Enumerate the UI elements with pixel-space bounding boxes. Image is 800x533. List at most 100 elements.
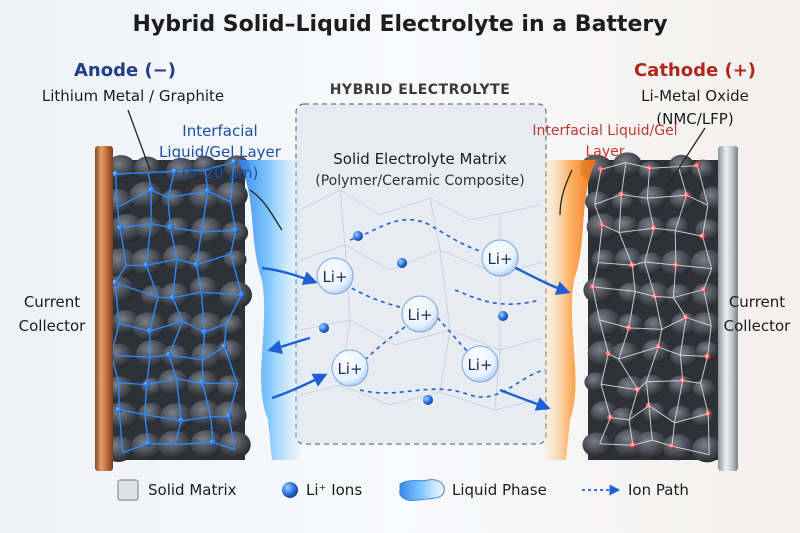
conduction-network-line	[201, 332, 206, 360]
electrode-particle	[691, 436, 723, 463]
conduction-network-line	[628, 327, 662, 330]
legend-ion-path: Ion Path	[628, 481, 689, 499]
conduction-network-line	[151, 189, 169, 199]
conduction-network-line	[592, 286, 636, 292]
conduction-network-line	[167, 197, 172, 228]
cathode-leader	[667, 127, 706, 186]
conduction-network-line	[201, 291, 242, 296]
conduction-network-line	[652, 439, 673, 447]
conduction-network-line	[674, 413, 709, 424]
conduction-network-line	[672, 297, 687, 318]
conduction-network-line	[618, 194, 622, 233]
electrode-particle	[591, 249, 617, 271]
conduction-network-line	[119, 227, 127, 266]
conduction-network-line	[168, 320, 184, 356]
li-ion-bubbles: Li+ Li+ Li+ Li+ Li+	[316, 239, 519, 387]
conduction-network-line	[144, 413, 182, 422]
electrode-particle	[223, 250, 247, 270]
electrode-particle	[159, 403, 193, 432]
conduction-network-line	[172, 291, 202, 299]
electrode-particle	[215, 181, 248, 209]
conduction-network-line	[167, 190, 209, 199]
electrode-particle	[105, 402, 138, 430]
conduction-network-line	[225, 294, 243, 324]
conduction-network-line	[707, 413, 710, 455]
matrix-label: Solid Electrolyte Matrix	[333, 150, 507, 168]
conduction-network-line	[201, 383, 212, 417]
conduction-network-line	[148, 170, 175, 174]
conduction-network-line	[621, 194, 648, 199]
conduction-network-line	[646, 198, 655, 229]
conduction-network-line	[149, 320, 183, 332]
conduction-network-line	[697, 165, 709, 206]
conduction-network-line	[703, 289, 712, 326]
conduction-network-line	[646, 168, 651, 199]
conduction-network-line	[143, 384, 148, 415]
conduction-network-line	[649, 166, 679, 169]
conduction-network-line	[592, 286, 600, 320]
electrode-particle	[643, 316, 667, 336]
electrode-particle	[691, 159, 716, 180]
liquid-gel-layer-cathode	[544, 160, 596, 460]
arrow-from-anode	[271, 373, 328, 400]
conduction-network-line	[174, 441, 213, 446]
matrix-sublabel: (Polymer/Ceramic Composite)	[315, 173, 525, 189]
electrode-particle	[160, 282, 190, 308]
conduction-network-line	[196, 253, 231, 266]
conduction-network-line	[174, 169, 206, 173]
electrode-particle	[132, 312, 166, 341]
electrode-particle	[190, 312, 224, 341]
conduction-network-line	[201, 229, 236, 233]
li-ion-bubble-icon: Li+	[481, 239, 519, 277]
conduction-network-line	[680, 354, 708, 358]
conduction-network-line	[648, 405, 653, 441]
electrode-particle	[190, 430, 223, 458]
conduction-network-line	[122, 442, 149, 454]
conduction-network-line	[592, 262, 599, 287]
electrode-particle	[189, 276, 218, 301]
conduction-network-line	[114, 173, 118, 208]
conduction-network-line	[182, 320, 205, 333]
li-ion-bubble-icon: Li+	[316, 257, 354, 295]
free-ion-dots	[319, 231, 508, 405]
conduction-network-line	[678, 165, 698, 168]
conduction-network-line	[118, 409, 145, 416]
conduction-network-line	[618, 327, 630, 360]
conduction-network-line	[114, 282, 159, 298]
electrode-particle	[696, 341, 719, 361]
electrode-particle	[612, 152, 642, 178]
cathode-heading: Cathode (+)	[633, 60, 757, 81]
electrode-particle	[615, 247, 643, 272]
anode-electrode	[102, 155, 252, 463]
legend-solid-matrix: Solid Matrix	[148, 481, 237, 499]
conduction-network-line	[227, 416, 236, 450]
electrode-particle	[189, 400, 222, 427]
conduction-network-line	[146, 378, 177, 386]
conduction-network-line	[601, 383, 638, 391]
conduction-network-line	[148, 442, 175, 446]
li-ion-label: Li+	[322, 268, 347, 286]
conduction-network-line	[146, 258, 178, 266]
conduction-network-line	[619, 227, 654, 234]
conduction-network-line	[212, 441, 236, 451]
solid-matrix-square-icon	[117, 479, 139, 501]
li-ion-label: Li+	[407, 306, 432, 324]
conduction-network-line	[703, 268, 713, 290]
electrode-particle	[219, 431, 251, 458]
conduction-network-line	[594, 204, 603, 226]
conduction-network-line	[181, 415, 211, 422]
li-ion-label: Li+	[467, 356, 492, 374]
conduction-network-line	[658, 346, 681, 356]
conduction-network-line	[700, 356, 708, 384]
electrode-particle	[129, 181, 162, 209]
conduction-network-line	[644, 261, 656, 297]
conduction-network-line	[145, 265, 159, 298]
arrow-to-cathode-lower	[499, 388, 551, 411]
aluminum-current-collector	[718, 146, 738, 471]
conduction-network-line	[674, 195, 687, 231]
interfacial-right-leader	[559, 169, 573, 216]
interfacial-left-leader	[249, 189, 283, 231]
ion-path-line	[359, 369, 546, 398]
diagram-title: Hybrid Solid–Liquid Electrolyte in a Bat…	[132, 12, 668, 37]
anode-material: Lithium Metal / Graphite	[41, 87, 225, 105]
